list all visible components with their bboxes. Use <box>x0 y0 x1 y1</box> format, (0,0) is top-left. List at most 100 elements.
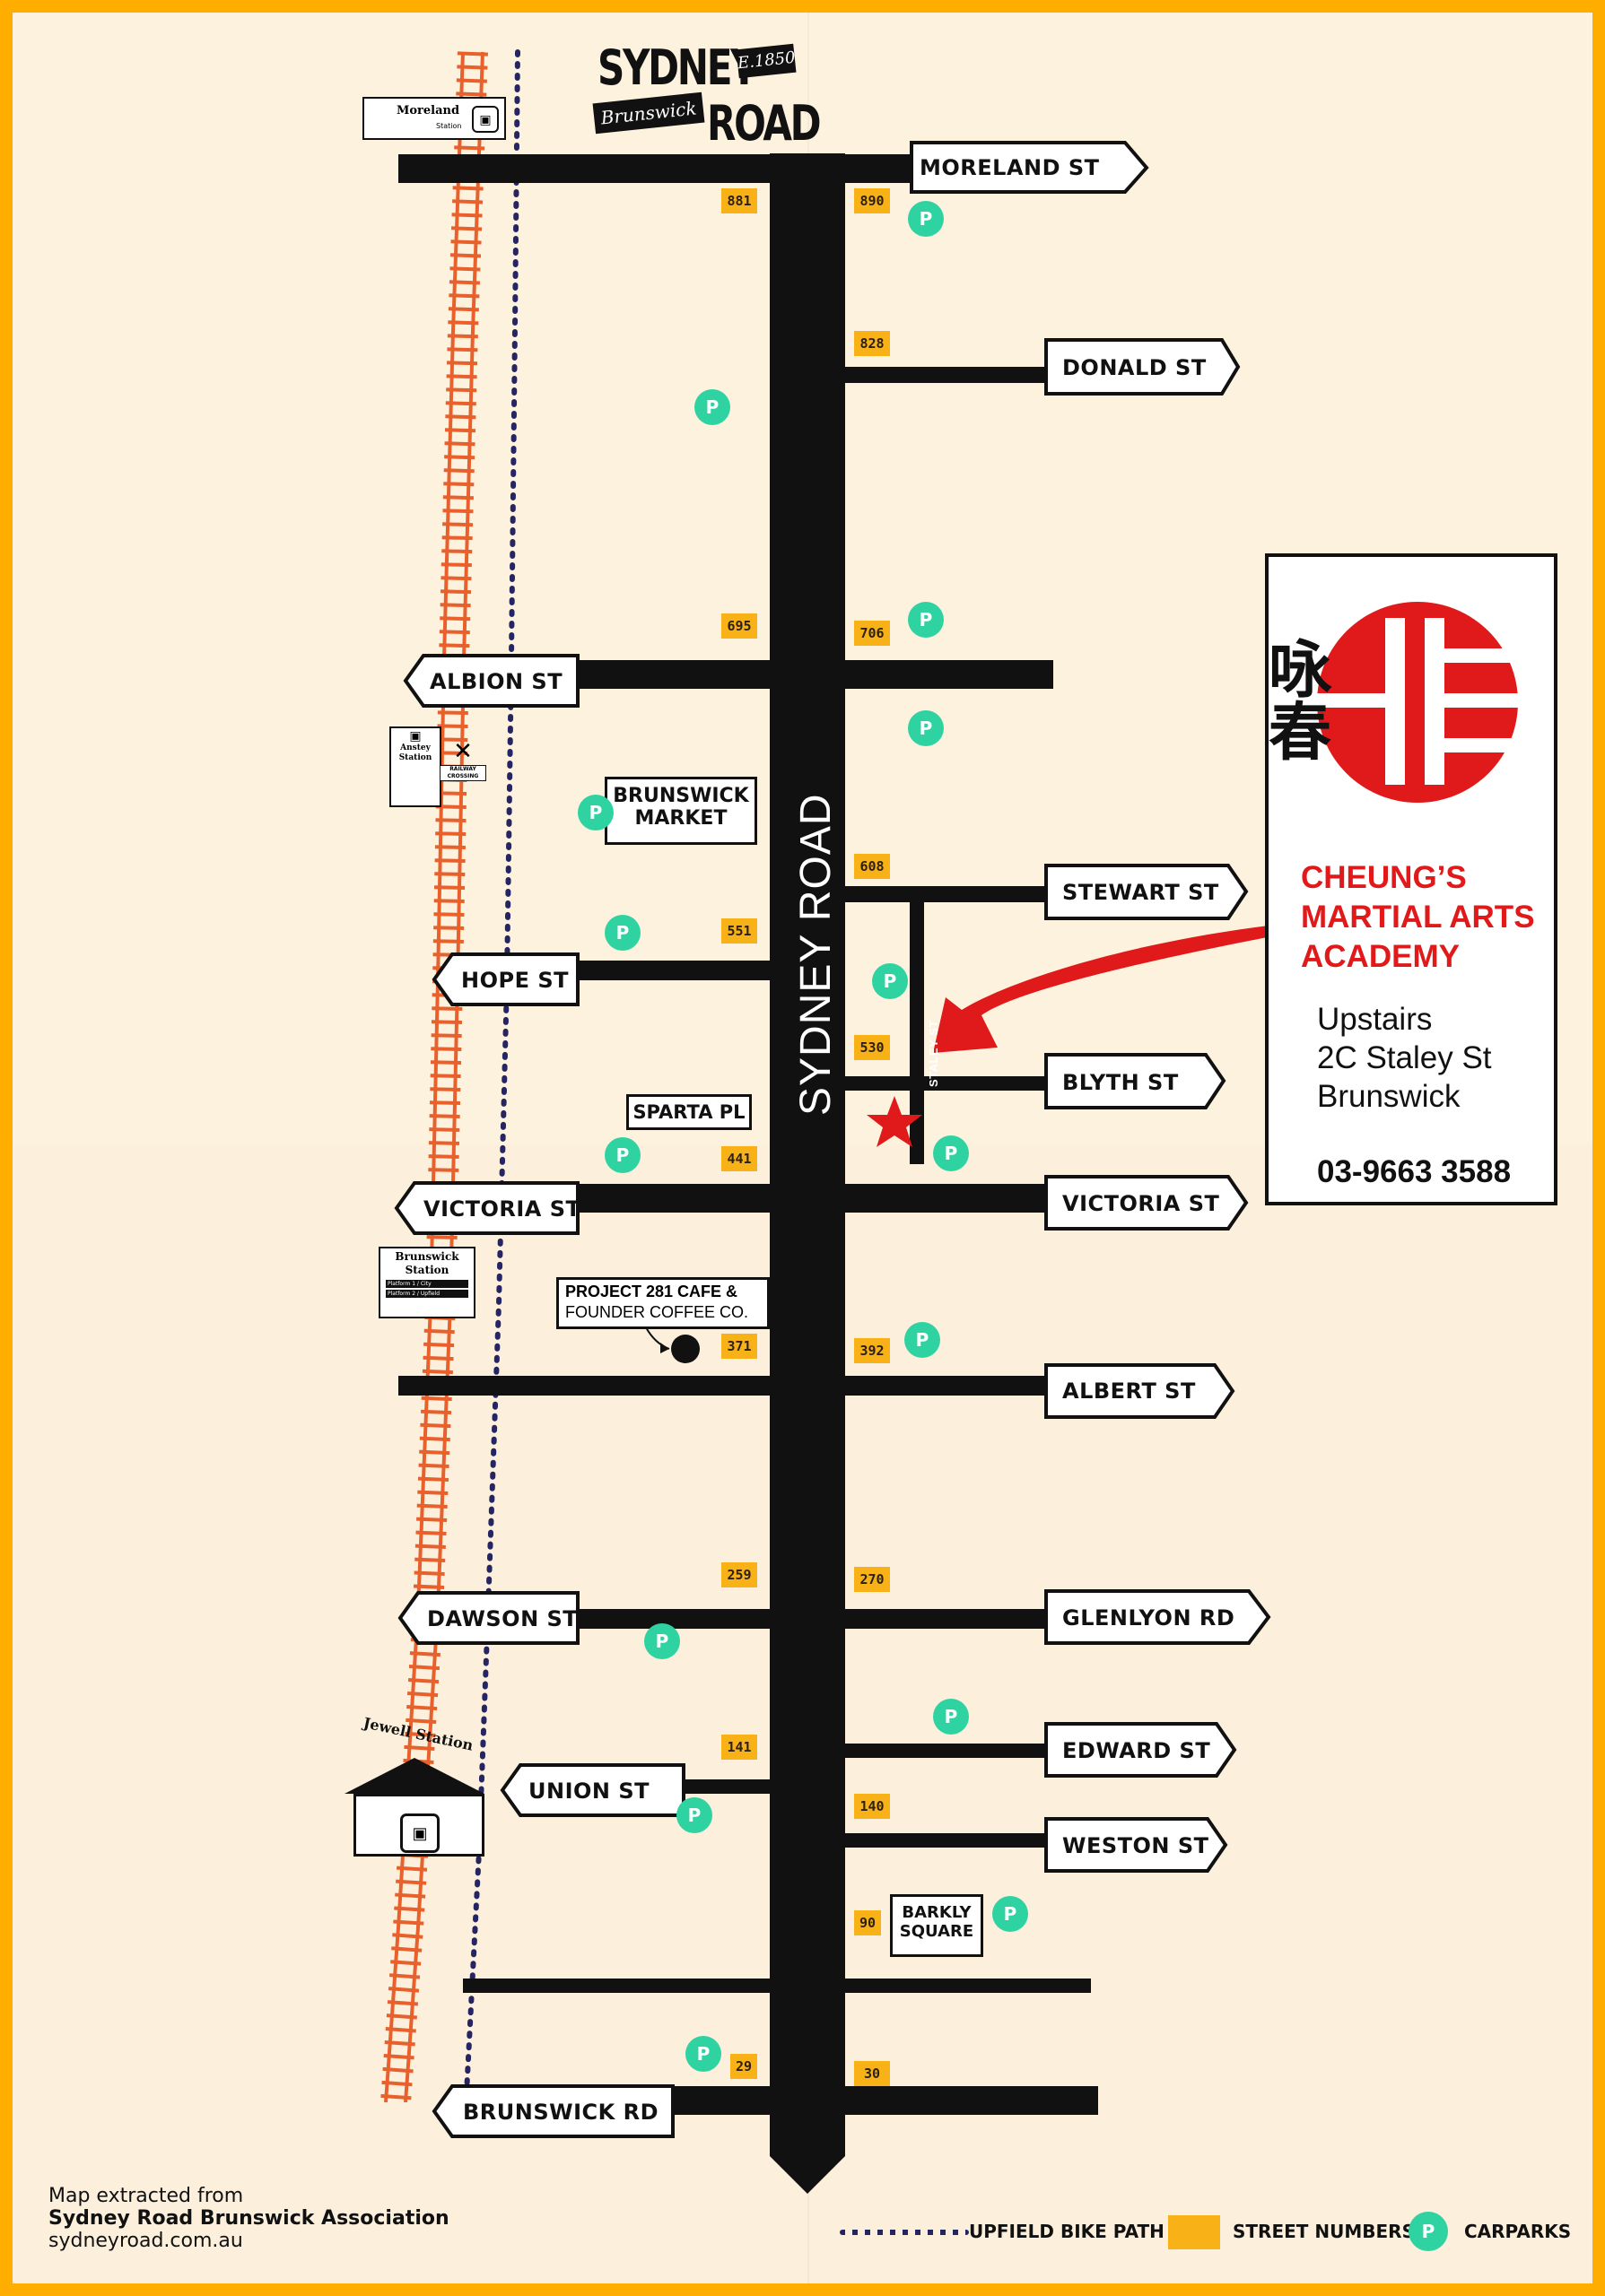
railway-crossing-label: RAILWAY CROSSING <box>440 765 486 781</box>
barkly-square-box: BARKLY SQUARE <box>890 1894 983 1957</box>
street-number: 608 <box>854 854 890 879</box>
credit-line-1: Map extracted from <box>48 2185 244 2207</box>
sign-label-glenlyon: GLENLYON RD <box>1062 1605 1234 1631</box>
carpark-icon: P <box>908 710 944 746</box>
academy-logo-bar <box>1444 648 1518 663</box>
sign-label-stewart: STEWART ST <box>1062 880 1219 905</box>
sign-label-brunswick-rd: BRUNSWICK RD <box>463 2100 659 2125</box>
logo-established-badge: E.1850 <box>736 43 797 79</box>
street-number: 695 <box>721 613 757 639</box>
moreland-station-sign: Moreland Station ▣ <box>362 97 506 140</box>
street-number: 90 <box>854 1910 881 1935</box>
carpark-icon: P <box>992 1896 1028 1932</box>
street-number: 259 <box>721 1562 757 1587</box>
staley-st-label: STALEY ST <box>927 1020 940 1087</box>
logo-title-road: ROAD <box>707 95 822 152</box>
carpark-icon: P <box>908 602 944 638</box>
academy-phone: 03-9663 3588 <box>1317 1154 1512 1189</box>
cafe-info-box: PROJECT 281 CAFE & FOUNDER COFFEE CO. <box>556 1277 770 1329</box>
cafe-pointer-arrowhead <box>660 1343 669 1353</box>
street-number: 828 <box>854 331 890 356</box>
street-number: 881 <box>721 188 757 213</box>
academy-logo: 咏春 <box>1269 602 1525 803</box>
academy-location-star <box>867 1096 922 1147</box>
carpark-icon: P <box>644 1623 680 1659</box>
legend-street-numbers-label: STREET NUMBERS <box>1233 2221 1415 2242</box>
academy-logo-bar <box>1425 618 1444 785</box>
academy-logo-bar <box>1444 738 1518 752</box>
sign-label-donald: DONALD ST <box>1062 355 1207 380</box>
moreland-station-sub: Station <box>436 122 462 130</box>
street-number: 530 <box>854 1035 890 1060</box>
academy-logo-bar <box>1385 618 1405 785</box>
legend-bike-path-swatch <box>840 2230 969 2235</box>
logo-title-sydney: SYDNEY <box>598 39 758 96</box>
anstey-station-sign: ▣ Anstey Station ✕ RAILWAY CROSSING <box>380 703 488 820</box>
academy-name: CHEUNG’S MARTIAL ARTS ACADEMY <box>1301 860 1535 974</box>
railway-crossing-icon: ✕ <box>453 737 473 764</box>
carpark-icon: P <box>908 201 944 237</box>
street-number: 270 <box>854 1567 890 1592</box>
map-credit: Map extracted from Sydney Road Brunswick… <box>48 2185 449 2253</box>
train-icon: ▣ <box>472 106 499 133</box>
sign-label-albion: ALBION ST <box>430 669 563 694</box>
street-number: 29 <box>730 2054 757 2079</box>
brunswick-station-sign: Brunswick Station Platform 1 / City Plat… <box>379 1247 475 1318</box>
cafe-location-dot <box>671 1335 700 1363</box>
sign-label-albert: ALBERT ST <box>1062 1378 1196 1404</box>
legend-street-number-swatch <box>1168 2215 1220 2249</box>
carpark-icon: P <box>605 1137 641 1173</box>
sign-label-union: UNION ST <box>528 1779 650 1804</box>
carpark-icon: P <box>578 795 614 831</box>
academy-logo-bar <box>1312 693 1385 708</box>
street-number: 441 <box>721 1146 757 1171</box>
legend-carparks-label: CARPARKS <box>1464 2221 1572 2242</box>
sign-label-victoria-east: VICTORIA ST <box>1062 1191 1220 1216</box>
brunswick-station-name: Brunswick Station <box>395 1250 459 1276</box>
academy-address-line-1: Upstairs <box>1317 1002 1433 1037</box>
sign-label-dawson: DAWSON ST <box>427 1606 578 1631</box>
cafe-line-2: FOUNDER COFFEE CO. <box>565 1302 749 1321</box>
sign-label-weston: WESTON ST <box>1062 1833 1209 1858</box>
academy-address-line-3: Brunswick <box>1317 1079 1461 1114</box>
sparta-pl-label: SPARTA PL <box>626 1094 752 1130</box>
credit-line-3: sydneyroad.com.au <box>48 2229 243 2252</box>
railway-track <box>380 51 488 2104</box>
sydney-road-label: SYDNEY ROAD <box>792 793 840 1116</box>
carpark-icon: P <box>676 1797 712 1833</box>
brunswick-market-box: BRUNSWICK MARKET <box>605 777 757 845</box>
sign-label-blyth: BLYTH ST <box>1062 1070 1179 1095</box>
logo-script-brunswick: Brunswick <box>592 91 705 135</box>
carpark-icon: P <box>685 2036 721 2072</box>
street-number: 392 <box>854 1338 890 1363</box>
railway-crossing-sign: ✕ RAILWAY CROSSING <box>440 737 486 781</box>
street-number: 30 <box>854 2061 890 2086</box>
street-signs: MORELAND ST DONALD ST STEWART ST BLYTH S… <box>394 141 1271 2138</box>
academy-logo-bar <box>1444 693 1525 708</box>
academy-address-line-2: 2C Staley St <box>1317 1040 1492 1075</box>
jewell-station-roof <box>345 1758 484 1794</box>
jewell-station-building: Jewell Station ▣ <box>341 1714 493 1860</box>
brunswick-platform-1: Platform 1 / City <box>386 1280 468 1288</box>
credit-line-2: Sydney Road Brunswick Association <box>48 2206 449 2230</box>
sign-label-moreland: MORELAND ST <box>920 155 1100 180</box>
sign-label-edward: EDWARD ST <box>1062 1738 1210 1763</box>
carpark-icon: P <box>933 1699 969 1735</box>
sign-label-hope: HOPE ST <box>461 968 569 993</box>
street-number: 140 <box>854 1794 890 1819</box>
cafe-pointer-arrow <box>645 1326 670 1350</box>
street-number: 551 <box>721 918 757 944</box>
carpark-icon: P <box>872 963 908 999</box>
carpark-icon: P <box>694 389 730 425</box>
carpark-icon: P <box>605 915 641 951</box>
legend-carpark-icon: P <box>1409 2212 1448 2251</box>
map-paper: MORELAND ST DONALD ST STEWART ST BLYTH S… <box>13 13 1592 2283</box>
sydney-road-main <box>770 153 845 2194</box>
train-icon: ▣ <box>409 728 422 743</box>
legend-bike-path-label: UPFIELD BIKE PATH <box>969 2221 1164 2242</box>
moreland-station-name: Moreland <box>397 104 460 117</box>
sign-label-victoria-west: VICTORIA ST <box>423 1196 581 1222</box>
sydney-road-logo: SYDNEY E.1850 Brunswick ROAD <box>587 38 822 152</box>
anstey-station-board: ▣ Anstey Station <box>389 726 441 807</box>
